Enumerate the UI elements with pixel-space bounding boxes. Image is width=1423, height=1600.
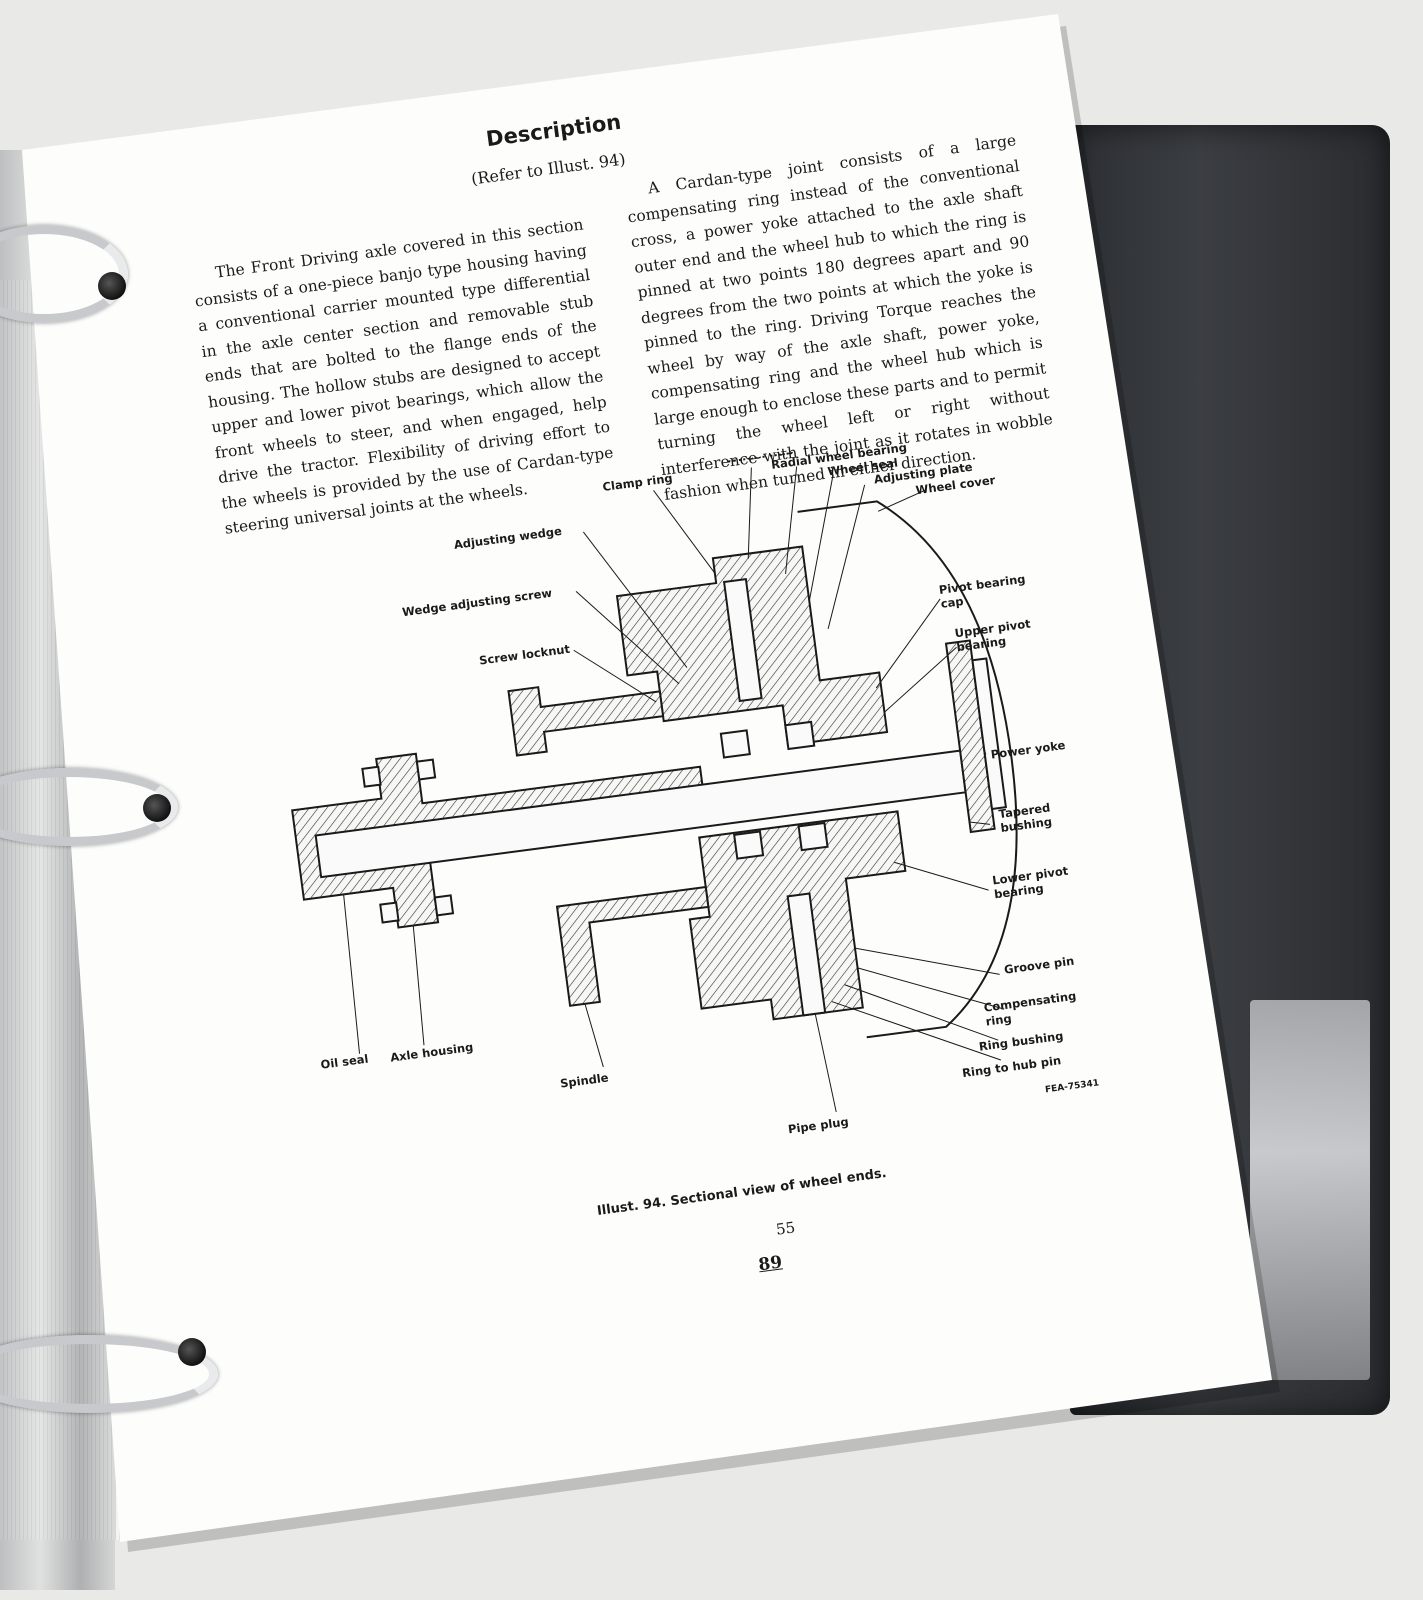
label-adjusting-wedge: Adjusting wedge	[453, 524, 563, 552]
section-subtitle: (Refer to Illust. 94)	[470, 149, 627, 189]
upper-pin-shape	[722, 578, 763, 703]
yoke-plate-shape	[971, 657, 1008, 811]
bearing-2	[784, 720, 816, 751]
label-lower-pivot-bearing-2: bearing	[993, 881, 1044, 901]
lower-pin-shape	[786, 892, 827, 1017]
binder-ring-top	[0, 225, 128, 323]
sectional-diagram: Clamp ring Wheel hub Radial wheel bearin…	[235, 418, 1142, 1239]
bolt-4	[433, 894, 455, 917]
binder-ring-bottom	[0, 1335, 218, 1413]
page-number: 55	[774, 1218, 797, 1239]
section-title: Description	[484, 109, 623, 152]
label-ring-bushing: Ring bushing	[978, 1029, 1064, 1054]
upper-spindle-shape	[507, 686, 665, 757]
diagram-drawing	[291, 500, 1018, 1039]
label-power-yoke: Power yoke	[990, 738, 1066, 762]
wheel-cover-shape	[797, 500, 1018, 1039]
bolt-2	[379, 901, 400, 924]
label-ring-to-hub-pin: Ring to hub pin	[961, 1053, 1062, 1080]
binder-ring-middle	[0, 768, 178, 846]
label-compensating-ring: Compensating	[983, 989, 1077, 1015]
label-screw-locknut: Screw locknut	[478, 642, 571, 668]
label-spindle: Spindle	[559, 1070, 609, 1090]
label-groove-pin: Groove pin	[1003, 954, 1075, 977]
label-compensating-ring-2: ring	[985, 1011, 1013, 1028]
label-diagram-code: FEA-75341	[1045, 1078, 1100, 1095]
label-pivot-bearing-cap-2: cap	[940, 594, 964, 611]
spindle-shape	[555, 885, 710, 1007]
label-upper-pivot-bearing-2: bearing	[956, 634, 1007, 654]
bolt-1	[361, 765, 382, 788]
label-pipe-plug: Pipe plug	[787, 1114, 849, 1136]
bolt-3	[415, 758, 437, 781]
page-content: Description (Refer to Illust. 94) The Fr…	[175, 38, 1188, 1370]
ring-cap-middle	[143, 794, 171, 822]
label-axle-housing: Axle housing	[389, 1040, 474, 1065]
label-wedge-adjusting-screw: Wedge adjusting screw	[401, 586, 553, 620]
binder-pocket-glare	[1250, 1000, 1370, 1380]
sheet-number: 89	[757, 1252, 784, 1276]
bearing-1	[719, 729, 751, 759]
bearing-3	[733, 830, 765, 860]
bearing-4	[797, 821, 829, 852]
label-oil-seal: Oil seal	[320, 1052, 369, 1072]
label-tapered-bushing: Tapered	[998, 800, 1051, 821]
ring-cap-top	[98, 272, 126, 300]
leader-lines	[343, 466, 1005, 1113]
label-tapered-bushing-2: bushing	[1000, 814, 1053, 835]
ring-cap-bottom	[178, 1338, 206, 1366]
